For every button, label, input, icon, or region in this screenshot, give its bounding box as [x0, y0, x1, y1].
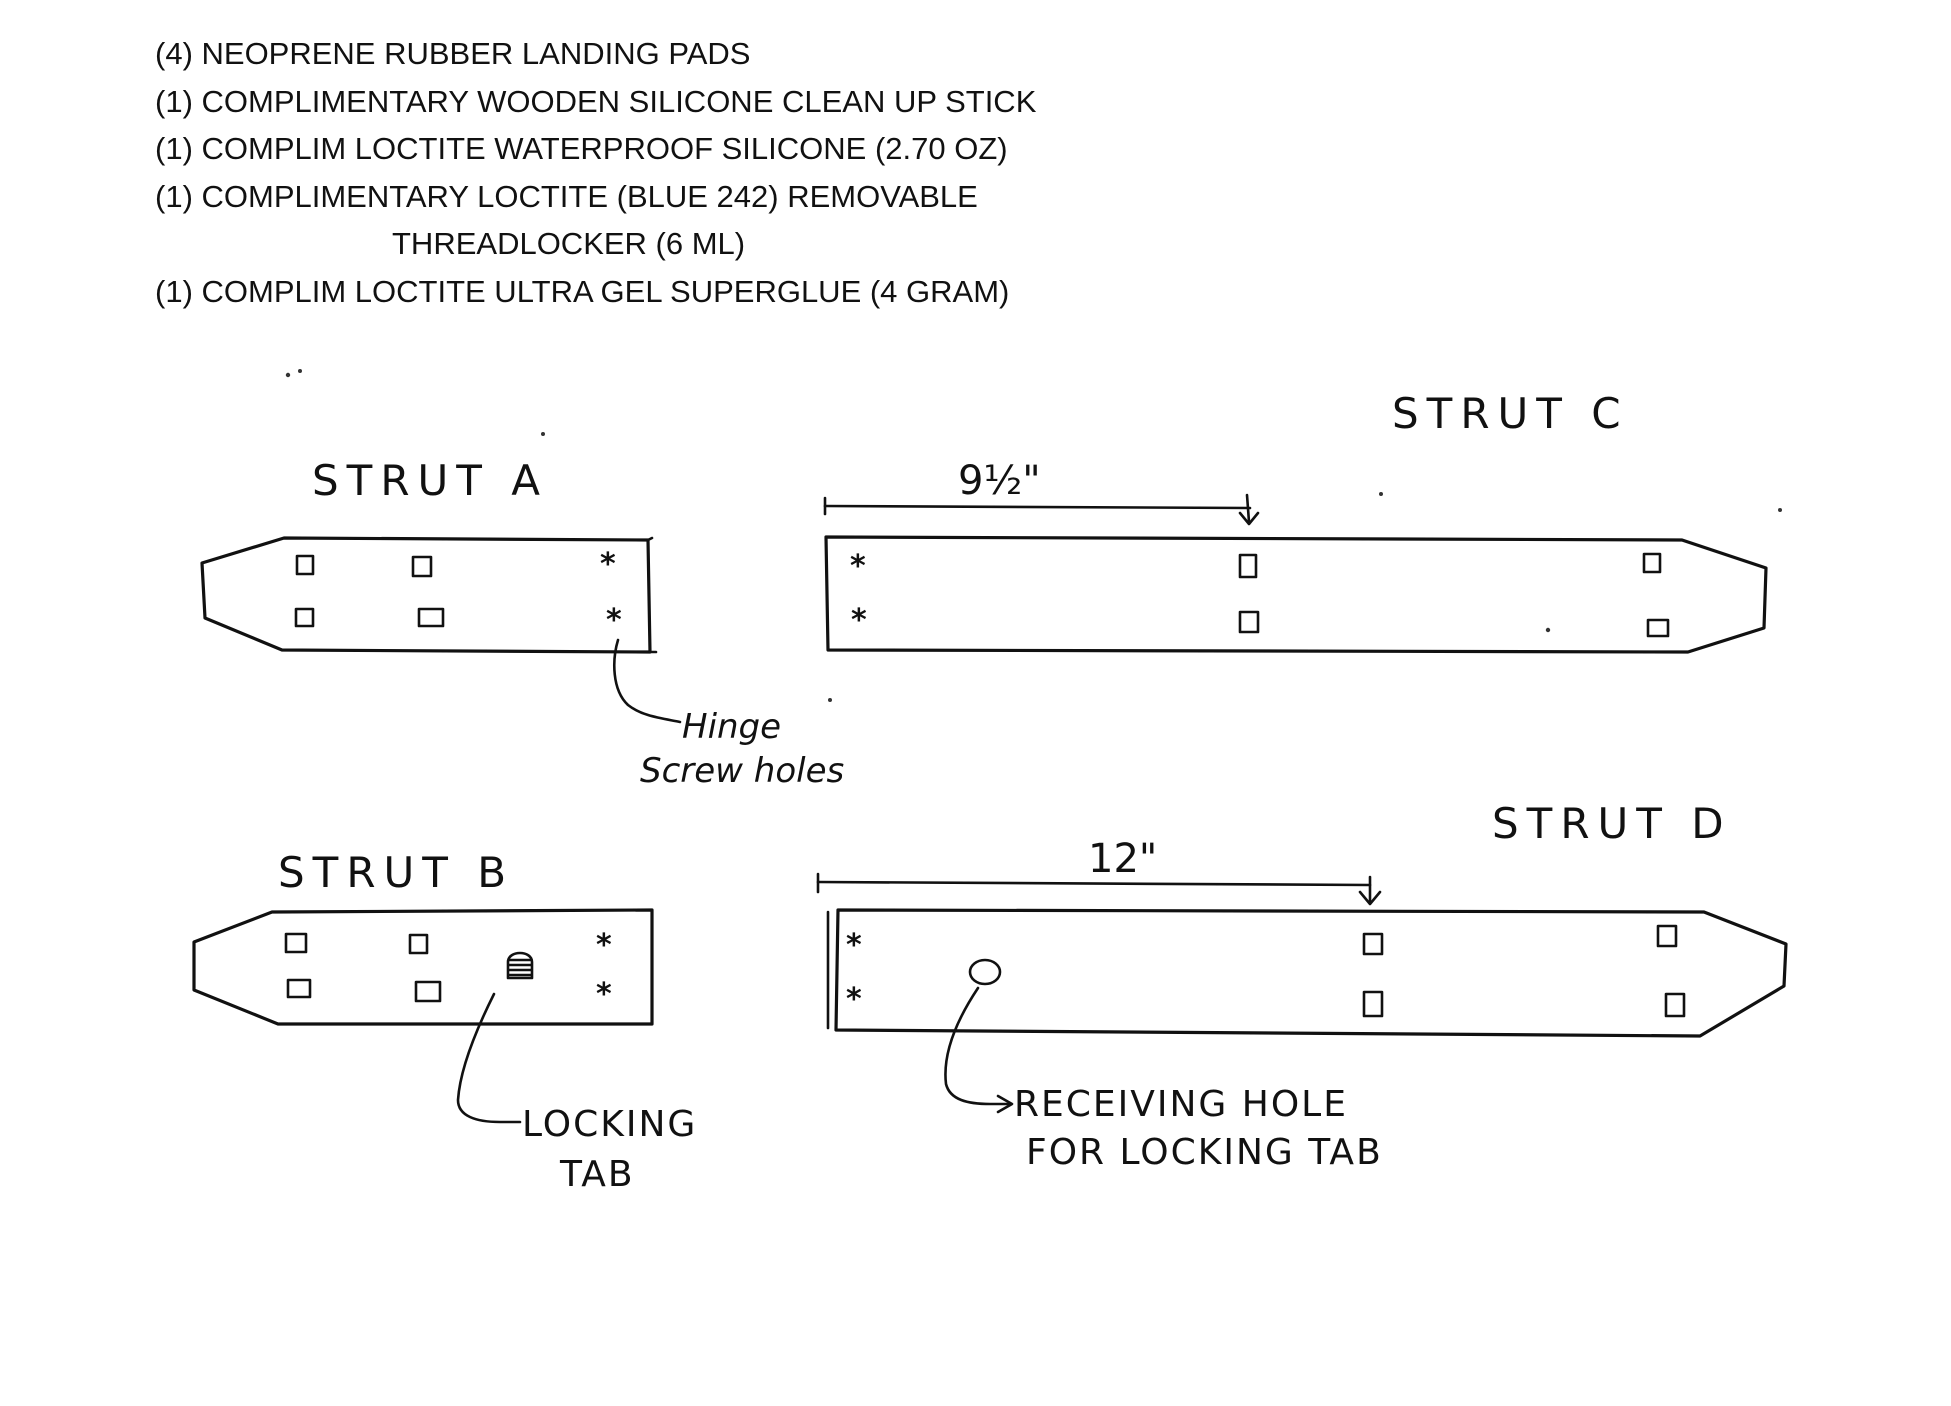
receiving-hole-note-line1: RECEIVING HOLE — [1014, 1084, 1348, 1125]
locking-tab-note-line1: LOCKING — [522, 1104, 697, 1145]
screw-hole — [1646, 618, 1670, 638]
strut-c-dimension: 9½" — [958, 458, 1041, 504]
hinge-note-line1: Hinge — [682, 707, 781, 747]
screw-hole — [1362, 990, 1384, 1018]
screw-hole — [295, 554, 315, 576]
strut-d-outline — [826, 908, 1788, 1038]
strut-d-label: STRUT D — [1492, 799, 1732, 848]
locking-tab — [506, 951, 534, 980]
stray-mark — [1545, 627, 1551, 633]
screw-hole — [1238, 553, 1258, 579]
hinge-screw-hole: * — [851, 603, 867, 638]
locking-tab-leader-line — [456, 992, 522, 1124]
screw-hole — [411, 555, 433, 578]
hinge-note-line2: Screw holes — [640, 751, 844, 791]
screw-hole — [284, 932, 308, 954]
screw-hole — [408, 933, 429, 955]
strut-b-label: STRUT B — [278, 848, 514, 897]
strut-a-label: STRUT A — [312, 456, 548, 505]
strut-b-outline — [192, 908, 654, 1026]
screw-hole — [1362, 932, 1384, 956]
strut-b-holes: * * — [284, 928, 612, 1012]
hinge-screw-hole: * — [846, 982, 862, 1017]
screw-hole — [1238, 610, 1260, 634]
stray-mark — [1778, 508, 1782, 512]
stray-mark — [285, 372, 291, 378]
parts-list-item: (4) NEOPRENE RUBBER LANDING PADS — [155, 36, 751, 71]
stray-mark — [541, 432, 545, 436]
receiving-hole-leader-line — [944, 986, 1012, 1106]
stray-mark — [828, 698, 832, 702]
hinge-screw-hole: * — [850, 549, 866, 584]
hinge-leader-line — [613, 638, 682, 724]
strut-c-label: STRUT C — [1392, 389, 1629, 438]
strut-c-holes: * * — [850, 549, 1670, 638]
hinge-screw-hole: * — [600, 547, 616, 582]
parts-list-item: (1) COMPLIM LOCTITE WATERPROOF SILICONE … — [155, 131, 1008, 166]
stray-mark — [298, 369, 302, 373]
stray-mark — [1379, 492, 1383, 496]
strut-a-holes: * * — [294, 547, 622, 638]
strut-c-dimension-line — [823, 493, 1260, 526]
screw-hole — [286, 978, 312, 999]
hinge-screw-hole: * — [846, 928, 862, 963]
screw-hole — [1642, 552, 1662, 574]
receiving-hole — [968, 958, 1002, 986]
receiving-hole-note-line2: FOR LOCKING TAB — [1026, 1132, 1383, 1173]
parts-list-item-continuation: THREADLOCKER (6 ML) — [392, 226, 746, 261]
screw-hole — [417, 607, 445, 628]
screw-hole — [1664, 992, 1686, 1018]
screw-hole — [1656, 924, 1678, 948]
strut-d-dimension: 12" — [1088, 836, 1157, 882]
hinge-screw-hole: * — [596, 928, 612, 963]
locking-tab-note-line2: TAB — [559, 1154, 635, 1195]
screw-hole — [294, 607, 315, 628]
parts-list-item: (1) COMPLIMENTARY WOODEN SILICONE CLEAN … — [155, 83, 1037, 119]
screw-hole — [414, 980, 442, 1003]
parts-list-item: (1) COMPLIM LOCTITE ULTRA GEL SUPERGLUE … — [155, 273, 1010, 309]
hinge-screw-hole: * — [596, 977, 612, 1012]
strut-d-dimension-line — [816, 872, 1382, 906]
receiving-hole-arrowhead — [996, 1094, 1014, 1114]
parts-list-item: (1) COMPLIMENTARY LOCTITE (BLUE 242) REM… — [155, 178, 978, 214]
strut-a-outline — [200, 536, 658, 654]
hinge-screw-hole: * — [606, 603, 622, 638]
parts-list: (4) NEOPRENE RUBBER LANDING PADS (1) COM… — [155, 30, 1036, 315]
strut-d-holes: * * — [846, 924, 1686, 1018]
strut-c-outline — [824, 535, 1768, 654]
